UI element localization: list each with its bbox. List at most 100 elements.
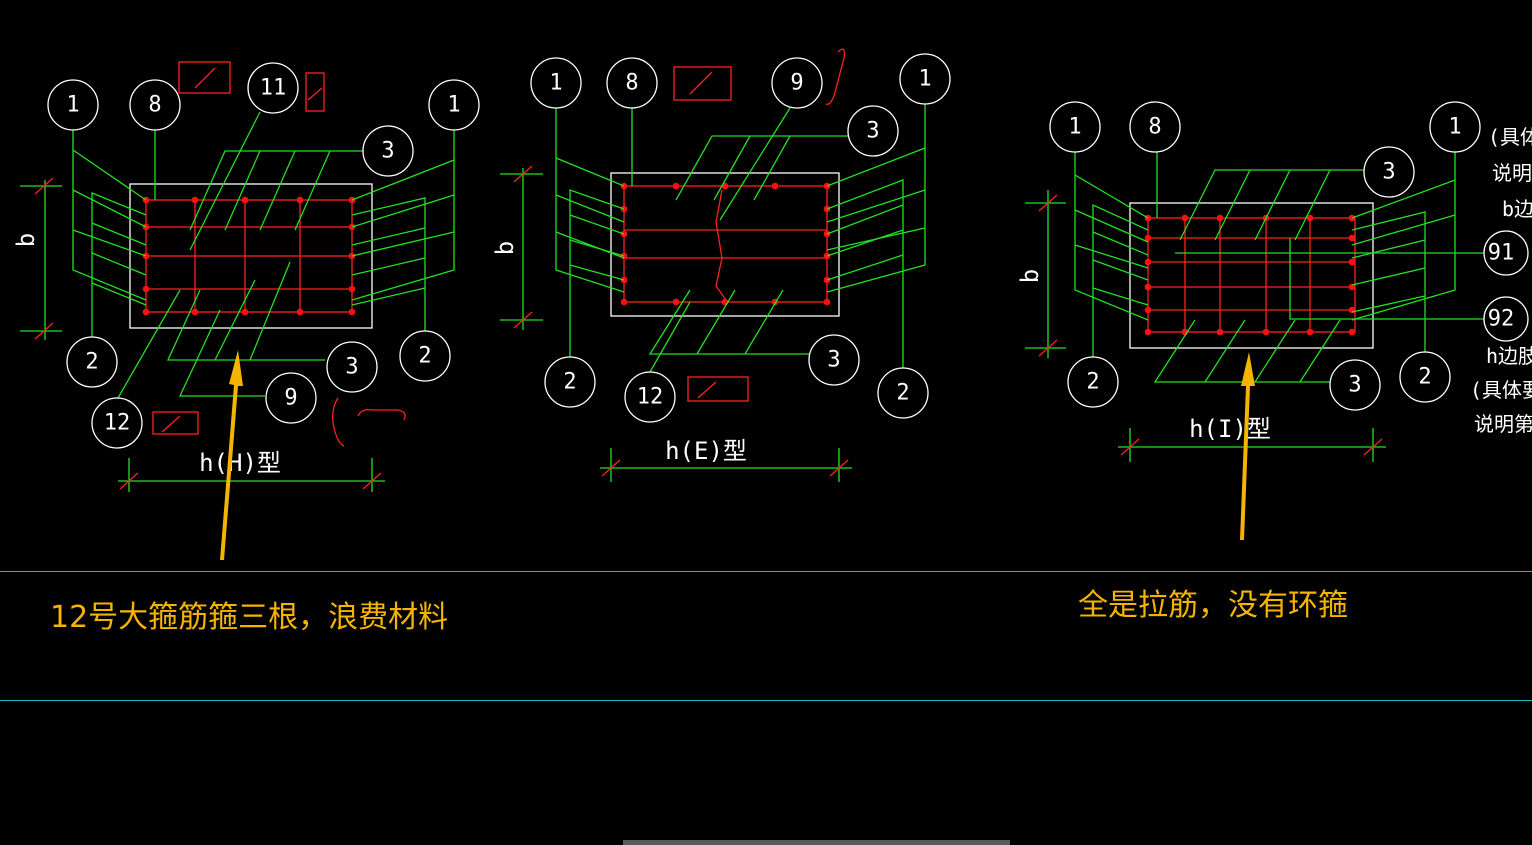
svg-text:1: 1 [549, 71, 562, 96]
section-e-rebars [620, 182, 831, 306]
svg-text:3: 3 [345, 355, 358, 380]
hook-detail [357, 408, 406, 421]
callout-bubble [624, 371, 676, 423]
hook-detail [825, 48, 846, 105]
callout-bubble [247, 62, 299, 114]
svg-text:3: 3 [381, 139, 394, 164]
section-i-side-notes: (具体要 说明第 b边 h边肢 (具体要求 说明第14 [1470, 125, 1532, 436]
svg-text:1: 1 [918, 67, 931, 92]
section-e-bubbles: 1 8 9 1 3 2 3 2 12 [530, 53, 951, 423]
svg-text:9: 9 [284, 386, 297, 411]
svg-text:3: 3 [827, 348, 840, 373]
section-i-rebars [1144, 214, 1356, 336]
svg-text:12: 12 [104, 411, 131, 436]
callout-bubble [1363, 146, 1415, 198]
callout-bubble [399, 330, 451, 382]
section-e-dim-h [600, 448, 852, 482]
detail-rect [152, 411, 199, 435]
section-i-dim-h [1118, 428, 1386, 462]
callout-bubble [771, 57, 823, 109]
section-h-dim-h [118, 458, 385, 492]
section-h-caption: h(H)型 [199, 449, 281, 477]
svg-text:2: 2 [896, 381, 909, 406]
svg-text:11: 11 [260, 76, 287, 101]
svg-text:b边: b边 [1502, 197, 1532, 221]
svg-text:2: 2 [418, 344, 431, 369]
callout-bubble [530, 57, 582, 109]
section-h-outline [129, 183, 373, 329]
callout-bubble [91, 397, 143, 449]
section-h-drawing: b h(H)型 1 8 11 1 3 2 3 2 9 12 [12, 61, 480, 492]
section-i-drawing: b h(I)型 1 8 1 3 91 92 2 3 2 (具体要 说明第 b边 … [1016, 101, 1532, 462]
section-e-dim-b [500, 165, 543, 330]
svg-text:1: 1 [447, 93, 460, 118]
callout-bubble [428, 79, 480, 131]
svg-text:3: 3 [1348, 373, 1361, 398]
callout-bubble [544, 356, 596, 408]
annotation-arrow-left [220, 350, 243, 560]
section-e-drawing: b h(E)型 1 8 9 1 3 2 3 2 12 [491, 48, 951, 482]
section-e-dim-b-label: b [491, 241, 519, 255]
detail-rect [178, 61, 231, 94]
horizontal-scrollbar[interactable] [623, 840, 1010, 845]
svg-text:2: 2 [1418, 365, 1431, 390]
section-e-stirrup [623, 185, 828, 303]
section-h-leaders [72, 111, 455, 399]
svg-text:2: 2 [563, 370, 576, 395]
svg-text:8: 8 [625, 71, 638, 96]
svg-text:说明第: 说明第 [1492, 161, 1532, 185]
callout-bubble [847, 105, 899, 157]
section-h-dim-b [20, 177, 62, 340]
svg-text:3: 3 [866, 119, 879, 144]
svg-text:8: 8 [148, 93, 161, 118]
callout-bubble [1399, 351, 1451, 403]
svg-text:(具体要: (具体要 [1488, 125, 1532, 149]
annotation-left: 12号大箍筋箍三根，浪费材料 [50, 600, 449, 635]
callout-bubble [877, 367, 929, 419]
section-h-dim-b-label: b [12, 233, 40, 247]
svg-text:12: 12 [637, 385, 664, 410]
section-h-rebars [142, 196, 356, 316]
svg-text:91: 91 [1488, 241, 1515, 266]
callout-bubble [129, 79, 181, 131]
svg-text:8: 8 [1148, 115, 1161, 140]
svg-text:2: 2 [1086, 370, 1099, 395]
hook-detail [332, 397, 345, 447]
section-i-caption: h(I)型 [1189, 415, 1271, 443]
section-i-dim-b-label: b [1016, 269, 1044, 283]
annotation-right: 全是拉筋，没有环箍 [1078, 588, 1348, 623]
callout-bubble [1483, 296, 1529, 342]
detail-rect [305, 72, 325, 112]
callout-bubble [66, 336, 118, 388]
divider-line [0, 571, 1532, 572]
svg-text:2: 2 [85, 350, 98, 375]
section-e-leaders [555, 104, 926, 373]
svg-text:1: 1 [66, 93, 79, 118]
callout-bubble [362, 125, 414, 177]
callout-bubble [326, 341, 378, 393]
callout-bubble [265, 372, 317, 424]
section-i-bubbles: 1 8 1 3 91 92 2 3 2 [1049, 101, 1529, 411]
section-i-leaders [1074, 152, 1484, 383]
callout-bubble [606, 57, 658, 109]
svg-text:1: 1 [1068, 115, 1081, 140]
callout-bubble [1329, 359, 1381, 411]
callout-bubble [808, 334, 860, 386]
section-i-outline [1129, 202, 1374, 349]
svg-text:1: 1 [1448, 115, 1461, 140]
svg-text:92: 92 [1488, 307, 1515, 332]
divider-line [0, 700, 1532, 701]
svg-text:3: 3 [1382, 160, 1395, 185]
callout-bubble [1049, 101, 1101, 153]
callout-bubble [47, 79, 99, 131]
annotation-arrow-right [1240, 352, 1255, 540]
detail-rect [687, 376, 749, 402]
section-i-dim-b [1025, 190, 1066, 358]
callout-bubble [899, 53, 951, 105]
callout-bubble [1483, 230, 1529, 276]
svg-text:(具体要求: (具体要求 [1470, 378, 1532, 402]
callout-bubble [1067, 356, 1119, 408]
svg-text:9: 9 [790, 71, 803, 96]
callout-bubble [1129, 101, 1181, 153]
